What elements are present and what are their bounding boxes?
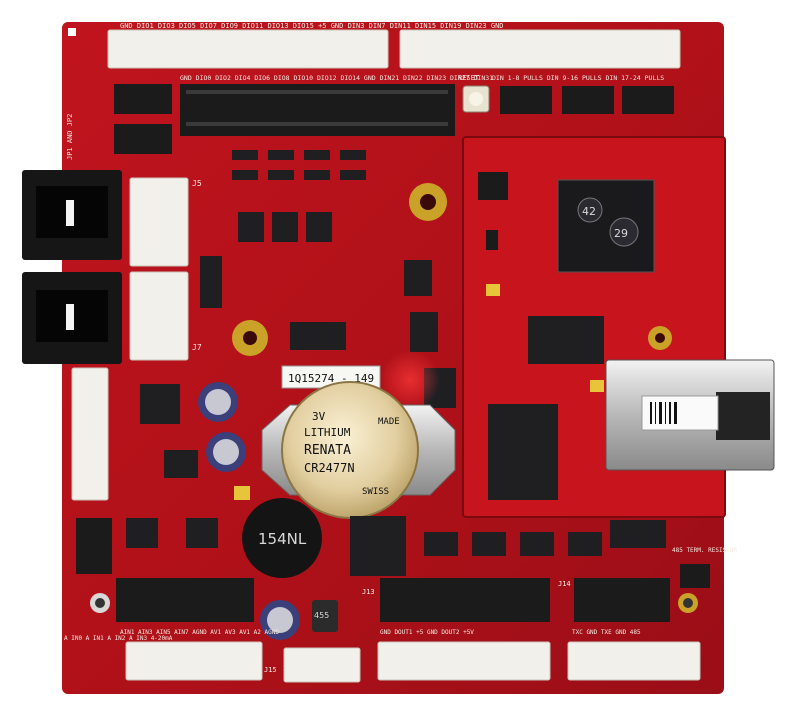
corner-marker (68, 28, 76, 36)
chip-marking-left: 42 (582, 205, 596, 218)
silk-rs485: 485 TERM. RESISTOR (672, 547, 737, 554)
battery-text-1: 3V (312, 410, 326, 423)
battery-text-4: CR2477N (304, 461, 355, 475)
smd-cap-455 (312, 600, 338, 632)
chip-marking-right: 29 (614, 227, 628, 240)
bottom-pin-headers (76, 518, 670, 622)
jumper-headers-left (114, 84, 172, 154)
ethernet-jack (605, 359, 775, 471)
silk-jp1: JP1 AND JP2 (66, 114, 74, 160)
silk-j5: J5 (192, 179, 202, 188)
battery-text-5: SWISS (362, 487, 389, 497)
smd-components (126, 150, 456, 548)
cap-marking: 455 (314, 611, 329, 620)
silk-j15: J15 (264, 666, 277, 674)
top-terminal-connectors (107, 29, 681, 69)
silk-j14: J14 (558, 580, 571, 588)
pull-jumper-headers (500, 86, 674, 114)
silk-pulls: DIN 1-8 PULLS DIN 9-16 PULLS DIN 17-24 P… (492, 74, 664, 82)
header-strip-daughter (478, 172, 508, 250)
battery-text-6: MADE (378, 417, 400, 427)
silk-j7: J7 (192, 343, 202, 352)
tantalum-capacitors (234, 284, 604, 500)
rj-jacks (22, 170, 122, 364)
transistor-row (424, 520, 666, 556)
battery-text-3: RENATA (304, 443, 351, 458)
electrolytic-capacitors (198, 382, 300, 640)
silk-dout: GND DOUT1 +5 GND DOUT2 +5V (380, 629, 474, 636)
silk-comm: TXC GND TXE GND 485 (572, 629, 641, 636)
side-connectors (71, 177, 189, 501)
inductor-marking: 154NL (258, 530, 307, 548)
battery-text-2: LITHIUM (304, 426, 351, 439)
rs485-jumper (680, 564, 710, 588)
silk-top-row: GND DIO1 DIO3 DIO5 DIO7 DIO9 DIO11 DIO13… (120, 22, 504, 30)
dio-pins (186, 90, 448, 126)
mounting-holes (90, 183, 698, 613)
power-inductor (242, 498, 322, 578)
silk-j13: J13 (362, 588, 375, 596)
ethernet-phy (528, 316, 604, 364)
cpu-chip (557, 179, 655, 273)
silk-left-side: A IN0 A IN1 A IN2 A IN3 4-20mA (64, 635, 173, 642)
silk-mid-row: GND DIO0 DIO2 DIO4 DIO6 DIO8 DIO10 DIO12… (180, 74, 493, 82)
silk-reset: RESET (458, 74, 480, 82)
bottom-terminal-connectors (125, 641, 701, 683)
voltage-regulator (350, 516, 406, 576)
silk-analog: AIN1 AIN3 AIN5 AIN7 AGND AV1 AV3 AV1 A2 … (120, 629, 279, 636)
memory-chip (488, 404, 558, 500)
